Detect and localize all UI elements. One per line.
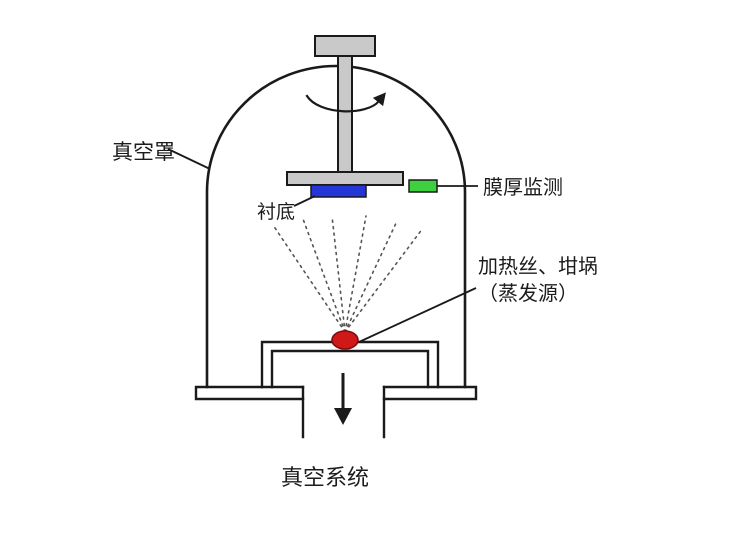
source-label-line2: （蒸发源） [478,281,578,305]
rotation-shaft [337,55,353,174]
vapor-ray [344,227,424,333]
vapor-ray [344,215,367,333]
substrate-holder-plate [286,171,404,186]
bell-jar-outline [205,64,467,389]
base-plate [194,385,478,401]
evaporation-source [331,330,359,350]
down-arrow-head-icon [334,408,352,425]
source-platform-inner [270,349,430,389]
rotation-handle-bar [314,35,376,57]
vapor-ray [302,218,346,333]
vapor-ray [331,215,346,333]
substrate-label: 衬底 [257,201,295,223]
vapor-rays [272,215,424,333]
bell-jar-leader-line [167,148,211,170]
rotation-arrowhead-icon [372,92,386,107]
source-label-line1: 加热丝、坩埚 [478,254,598,278]
thickness-monitor-label: 膜厚监测 [483,175,563,199]
substrate [310,184,367,198]
substrate-leader-line [293,195,316,207]
bell-jar-label: 真空罩 [112,140,175,164]
vapor-ray [344,220,398,333]
vacuum-system-label: 真空系统 [281,466,369,491]
vapor-ray [272,224,346,333]
source-leader-line [358,287,477,343]
pump-duct [301,385,386,439]
rotation-arrow-icon [305,94,381,113]
thickness-monitor [408,179,438,193]
